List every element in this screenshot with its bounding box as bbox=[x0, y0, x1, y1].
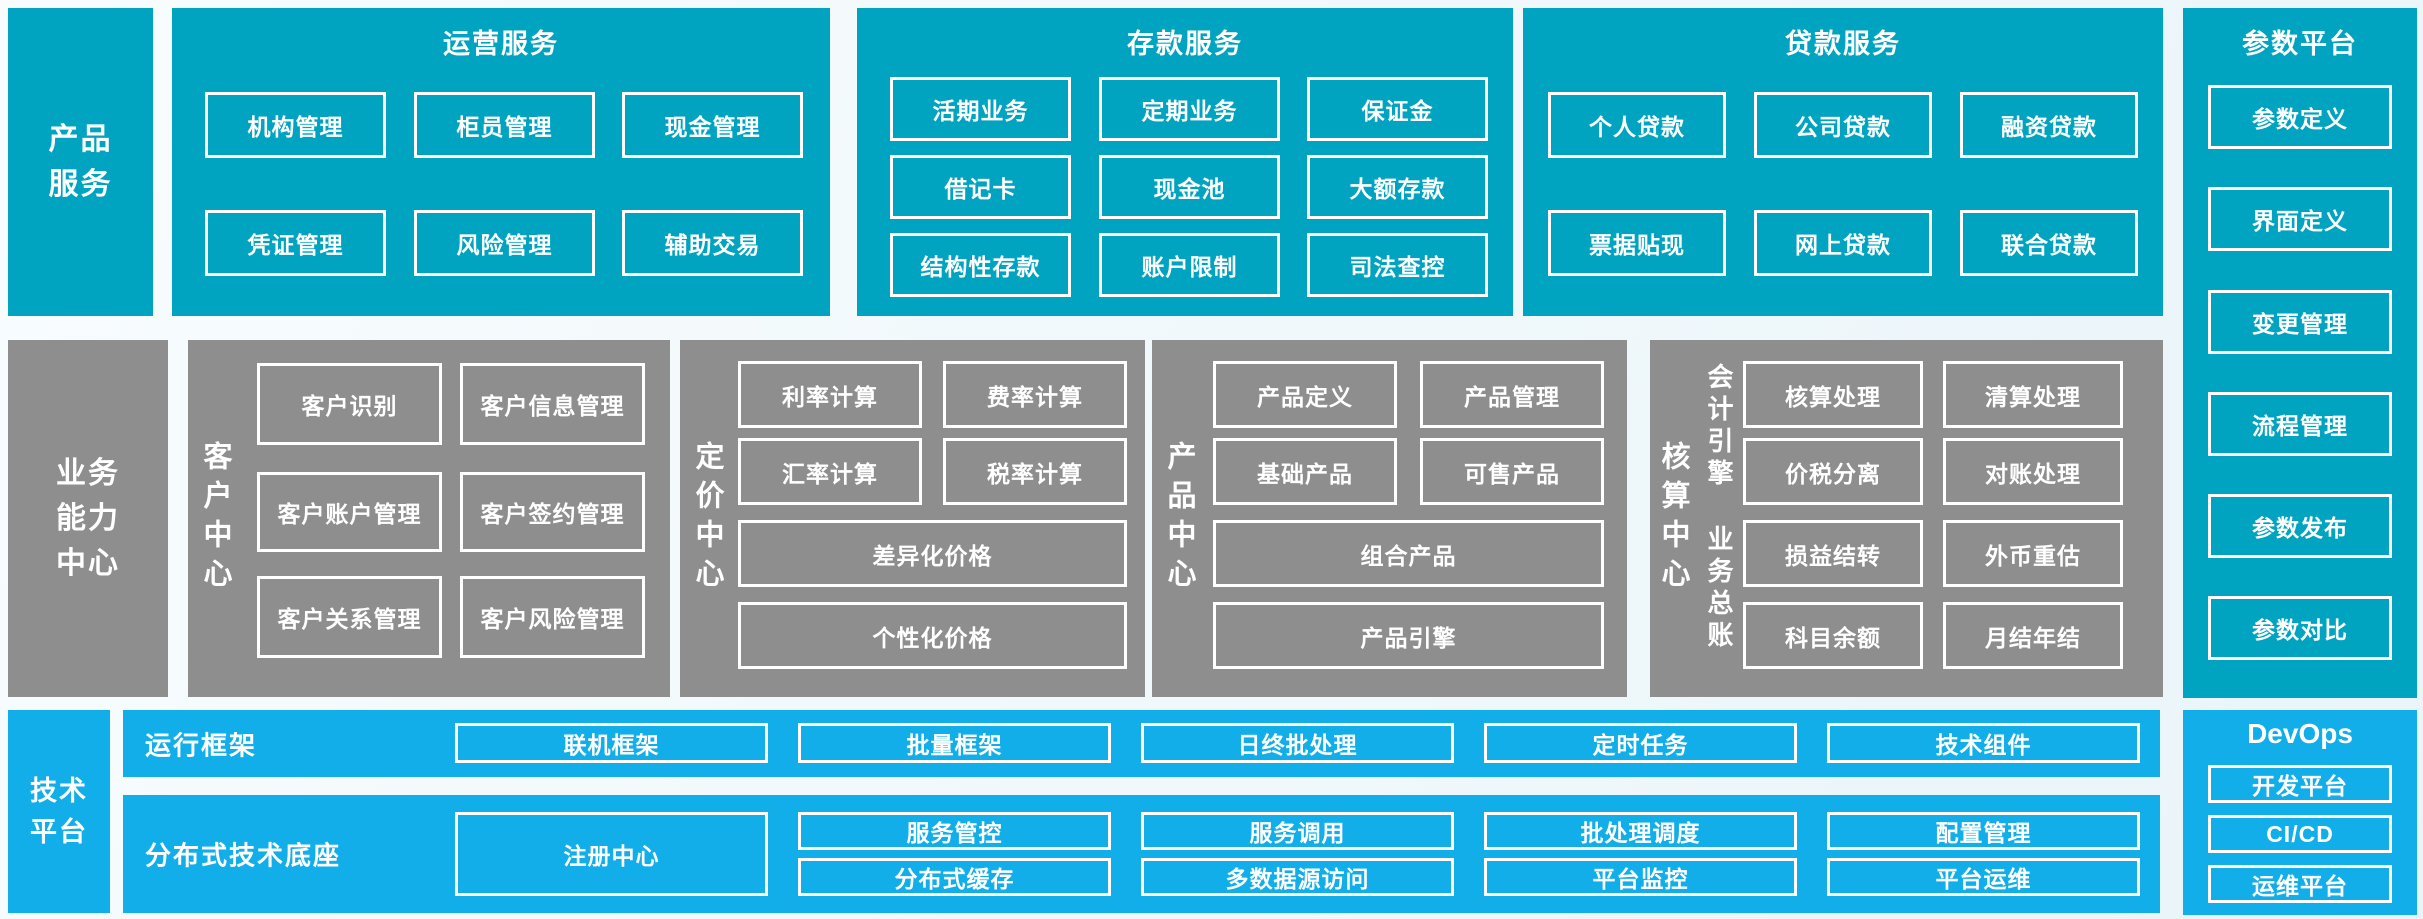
module-box: 开发平台 bbox=[2208, 765, 2392, 803]
module-box: 外币重估 bbox=[1943, 520, 2123, 587]
module-box: 联机框架 bbox=[455, 723, 768, 763]
panel-vertical-label: 产品中心 bbox=[1163, 440, 1195, 597]
panel-vertical-label: 核算中心 bbox=[1657, 440, 1689, 597]
module-box: 产品引擎 bbox=[1213, 602, 1604, 669]
module-box: 可售产品 bbox=[1420, 438, 1604, 505]
module-box: 公司贷款 bbox=[1754, 92, 1932, 158]
module-box: 运维平台 bbox=[2208, 865, 2392, 903]
module-box: 服务管控 bbox=[798, 812, 1111, 850]
module-box: 参数对比 bbox=[2208, 596, 2392, 660]
module-box: 风险管理 bbox=[414, 210, 595, 276]
module-box: 日终批处理 bbox=[1141, 723, 1454, 763]
group-label-business-ledger: 业务总账 bbox=[1704, 525, 1734, 653]
module-box: 参数定义 bbox=[2208, 85, 2392, 149]
module-box: 借记卡 bbox=[890, 155, 1071, 219]
panel-title: 运营服务 bbox=[443, 29, 559, 59]
module-box: 技术组件 bbox=[1827, 723, 2140, 763]
module-box: 客户信息管理 bbox=[460, 363, 645, 445]
module-box: 费率计算 bbox=[943, 361, 1127, 428]
panel-vertical-label: 客户中心 bbox=[199, 440, 231, 597]
panel-pricing-center: 定价中心 利率计算 费率计算 汇率计算 税率计算 差异化价格 个性化价格 bbox=[680, 340, 1145, 697]
module-box: 现金管理 bbox=[622, 92, 803, 158]
module-box: 网上贷款 bbox=[1754, 210, 1932, 276]
module-box: 基础产品 bbox=[1213, 438, 1397, 505]
panel-accounting-center: 核算中心 会计引擎 业务总账 核算处理 清算处理 价税分离 对账处理 损益结转 … bbox=[1650, 340, 2163, 697]
module-box: 月结年结 bbox=[1943, 602, 2123, 669]
module-box: 汇率计算 bbox=[738, 438, 922, 505]
module-box: 现金池 bbox=[1099, 155, 1280, 219]
module-box: 科目余额 bbox=[1743, 602, 1923, 669]
module-box: 服务调用 bbox=[1141, 812, 1454, 850]
module-box: 平台监控 bbox=[1484, 858, 1797, 896]
module-box: 清算处理 bbox=[1943, 361, 2123, 428]
group-label-accounting-engine: 会计引擎 bbox=[1704, 363, 1734, 491]
module-box: 司法查控 bbox=[1307, 233, 1488, 297]
panel-title: 贷款服务 bbox=[1785, 29, 1901, 59]
module-box: 配置管理 bbox=[1827, 812, 2140, 850]
band-runtime-framework: 运行框架 联机框架 批量框架 日终批处理 定时任务 技术组件 bbox=[123, 710, 2160, 777]
panel-title: 参数平台 bbox=[2242, 29, 2358, 59]
module-box: 税率计算 bbox=[943, 438, 1127, 505]
module-box: 对账处理 bbox=[1943, 438, 2123, 505]
module-box: 客户识别 bbox=[257, 363, 442, 445]
module-box: 账户限制 bbox=[1099, 233, 1280, 297]
panel-operations-services: 运营服务 机构管理 柜员管理 现金管理 凭证管理 风险管理 辅助交易 bbox=[172, 8, 830, 316]
module-box: 定时任务 bbox=[1484, 723, 1797, 763]
sidebar-label-business-capability-center: 业务 能力 中心 bbox=[8, 340, 168, 697]
module-box-registry-center: 注册中心 bbox=[455, 812, 768, 896]
module-box: 大额存款 bbox=[1307, 155, 1488, 219]
panel-title: 存款服务 bbox=[1127, 29, 1243, 59]
module-box: 组合产品 bbox=[1213, 520, 1604, 587]
panel-product-center: 产品中心 产品定义 产品管理 基础产品 可售产品 组合产品 产品引擎 bbox=[1152, 340, 1627, 697]
band-distributed-base: 分布式技术底座 注册中心 服务管控 服务调用 批处理调度 配置管理 分布式缓存 … bbox=[123, 795, 2160, 913]
module-box: 核算处理 bbox=[1743, 361, 1923, 428]
panel-title: DevOps bbox=[2247, 718, 2353, 749]
module-box: 差异化价格 bbox=[738, 520, 1127, 587]
module-box: 价税分离 bbox=[1743, 438, 1923, 505]
panel-loan-services: 贷款服务 个人贷款 公司贷款 融资贷款 票据贴现 网上贷款 联合贷款 bbox=[1523, 8, 2163, 316]
module-box: 界面定义 bbox=[2208, 187, 2392, 251]
band-label: 分布式技术底座 bbox=[145, 840, 342, 871]
module-box: 保证金 bbox=[1307, 77, 1488, 141]
panel-deposit-services: 存款服务 活期业务 定期业务 保证金 借记卡 现金池 大额存款 结构性存款 账户… bbox=[857, 8, 1513, 316]
module-box: 变更管理 bbox=[2208, 290, 2392, 354]
module-box: 批处理调度 bbox=[1484, 812, 1797, 850]
module-box: 客户签约管理 bbox=[460, 472, 645, 552]
module-box: 平台运维 bbox=[1827, 858, 2140, 896]
panel-vertical-label: 定价中心 bbox=[691, 440, 723, 597]
module-box: 分布式缓存 bbox=[798, 858, 1111, 896]
module-box: 产品定义 bbox=[1213, 361, 1397, 428]
sidebar-label-product-services: 产品 服务 bbox=[8, 8, 153, 316]
panel-customer-center: 客户中心 客户识别 客户信息管理 客户账户管理 客户签约管理 客户关系管理 客户… bbox=[188, 340, 670, 697]
module-box: 联合贷款 bbox=[1960, 210, 2138, 276]
panel-parameter-platform: 参数平台 参数定义 界面定义 变更管理 流程管理 参数发布 参数对比 bbox=[2183, 8, 2417, 698]
module-box: 融资贷款 bbox=[1960, 92, 2138, 158]
module-box: CI/CD bbox=[2208, 815, 2392, 853]
band-label: 运行框架 bbox=[145, 730, 258, 760]
module-box: 结构性存款 bbox=[890, 233, 1071, 297]
module-box: 客户关系管理 bbox=[257, 576, 442, 658]
module-box: 柜员管理 bbox=[414, 92, 595, 158]
module-box: 客户风险管理 bbox=[460, 576, 645, 658]
panel-devops: DevOps 开发平台 CI/CD 运维平台 bbox=[2183, 710, 2417, 915]
module-box: 批量框架 bbox=[798, 723, 1111, 763]
module-box: 个人贷款 bbox=[1548, 92, 1726, 158]
module-box: 辅助交易 bbox=[622, 210, 803, 276]
module-box: 活期业务 bbox=[890, 77, 1071, 141]
module-box: 凭证管理 bbox=[205, 210, 386, 276]
module-box: 个性化价格 bbox=[738, 602, 1127, 669]
module-box: 产品管理 bbox=[1420, 361, 1604, 428]
module-box: 机构管理 bbox=[205, 92, 386, 158]
module-box: 多数据源访问 bbox=[1141, 858, 1454, 896]
module-box: 损益结转 bbox=[1743, 520, 1923, 587]
module-box: 票据贴现 bbox=[1548, 210, 1726, 276]
module-box: 定期业务 bbox=[1099, 77, 1280, 141]
sidebar-label-tech-platform: 技术 平台 bbox=[8, 710, 110, 913]
module-box: 客户账户管理 bbox=[257, 472, 442, 552]
module-box: 参数发布 bbox=[2208, 494, 2392, 558]
module-box: 流程管理 bbox=[2208, 392, 2392, 456]
module-box: 利率计算 bbox=[738, 361, 922, 428]
